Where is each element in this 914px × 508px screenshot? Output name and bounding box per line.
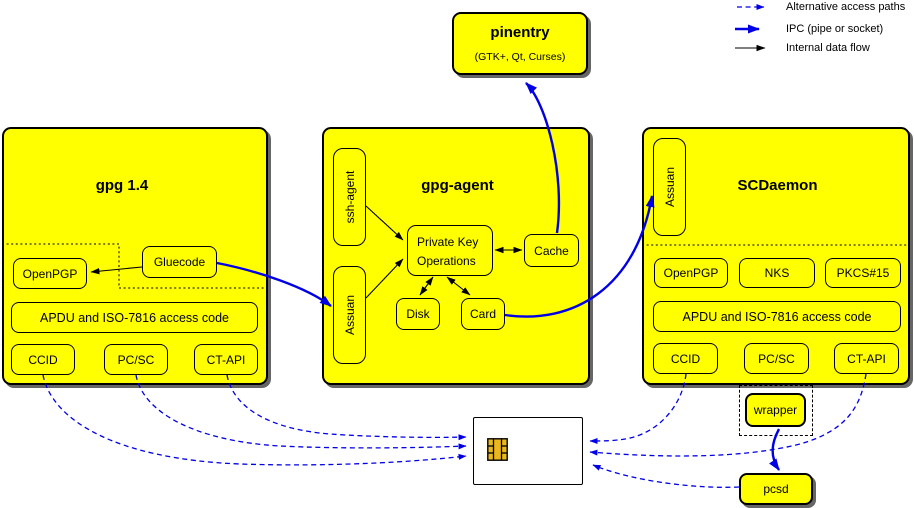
gpg14-gluecode-box: Gluecode — [142, 246, 217, 278]
scdaemon-nks-box: NKS — [739, 258, 815, 288]
smartcard-chip-icon — [487, 438, 508, 461]
pinentry-subtitle: (GTK+, Qt, Curses) — [474, 51, 566, 63]
alt-pcsd-to-card — [592, 464, 740, 488]
assuan-label: Assuan — [342, 294, 357, 336]
pko-line2: Operations — [417, 254, 476, 268]
scdaemon-title: SCDaemon — [737, 177, 818, 194]
gpg-agent-assuan-box: Assuan — [333, 266, 366, 364]
gpg-agent-ssh-agent-box: ssh-agent — [333, 148, 366, 246]
legend-internal-label: Internal data flow — [786, 42, 870, 54]
scdaemon-pcsc-box: PC/SC — [744, 343, 809, 374]
scdaemon-ctapi-box: CT-API — [834, 343, 899, 374]
gpg14-title: gpg 1.4 — [95, 177, 149, 194]
pcsd-box: pcsd — [739, 473, 813, 505]
pinentry-title: pinentry — [490, 24, 550, 41]
scdaemon-ccid-box: CCID — [653, 343, 718, 374]
card-box: Card — [461, 298, 505, 330]
scdaemon-assuan-label: Assuan — [662, 166, 677, 208]
gpg14-pcsc-box: PC/SC — [104, 344, 168, 375]
cache-box: Cache — [524, 234, 579, 267]
scdaemon-assuan-box: Assuan — [653, 138, 686, 236]
disk-box: Disk — [396, 298, 440, 330]
scdaemon-pkcs15-box: PKCS#15 — [825, 258, 901, 288]
gpg-agent-title: gpg-agent — [421, 177, 494, 194]
gpg14-ccid-box: CCID — [11, 344, 75, 375]
scdaemon-openpgp-box: OpenPGP — [654, 258, 728, 288]
private-key-operations-box: Private Key Operations — [407, 225, 493, 276]
alt-scdaemon-ctapi-to-card — [589, 373, 867, 457]
legend-ipc-label: IPC (pipe or socket) — [786, 23, 884, 35]
wrapper-box: wrapper — [745, 393, 806, 427]
gpg14-openpgp-box: OpenPGP — [13, 258, 87, 289]
pko-line1: Private Key — [417, 235, 479, 249]
pinentry-box — [452, 12, 588, 75]
gpg14-ctapi-box: CT-API — [194, 344, 258, 375]
alt-gpg14-ccid-to-card — [42, 374, 467, 466]
smartcard — [473, 417, 583, 485]
gpg14-apdu-box: APDU and ISO-7816 access code — [11, 302, 258, 333]
alt-gpg14-pcsc-to-card — [135, 374, 467, 450]
legend-alternative-label: Alternative access paths — [786, 1, 906, 13]
ssh-agent-label: ssh-agent — [342, 170, 357, 224]
scdaemon-apdu-box: APDU and ISO-7816 access code — [653, 301, 901, 332]
